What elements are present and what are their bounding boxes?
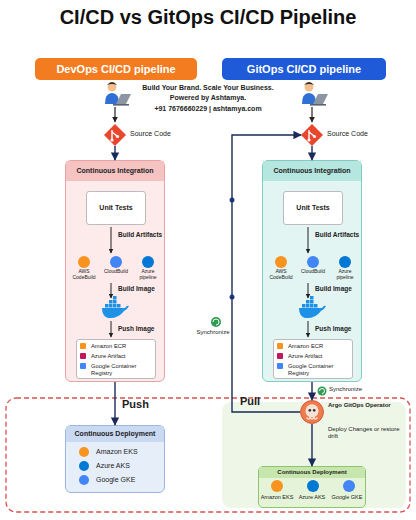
watermark-text: Build Your Brand. Scale Your Business. (110, 84, 306, 92)
git-diamond (301, 124, 323, 146)
edge-label: Synchronize (329, 386, 369, 393)
pipeline-header: DevOps CI/CD pipeline (35, 58, 197, 80)
node-text: AWS CodeBuild (69, 269, 99, 281)
node-text: Build Artifacts (315, 231, 361, 238)
ci-icons (275, 227, 351, 369)
flow-arrow (114, 107, 115, 122)
line-dot (230, 198, 235, 203)
ci-stage: Continuous IntegrationBuild ArtifactsAWS… (262, 160, 362, 382)
node-text: Azure AKS (96, 462, 162, 470)
node-text: Azure pipeline (330, 269, 360, 281)
sync-icon (211, 317, 327, 396)
source-code-diamond: Source Code (301, 124, 323, 146)
line-dot (230, 295, 235, 300)
node-text: Push Image (118, 325, 164, 332)
flow-connector (114, 382, 115, 425)
node-text: Azure Artifact (288, 353, 352, 360)
edge-label: Push (122, 398, 156, 411)
argo-operator: Argo GitOps OperatorDeploy Changes or re… (300, 400, 324, 424)
node-text: Google Container Registry (91, 363, 155, 376)
node-text: Google GKE (329, 494, 365, 500)
node-title: Continuous Deployment (259, 467, 365, 478)
node-text: Build Image (118, 285, 164, 292)
edge-label: Synchronize (196, 329, 230, 336)
node-text: Amazon EKS (96, 448, 162, 456)
process-box: Unit Tests (283, 191, 343, 225)
diagram-title: CI/CD vs GitOps CI/CD Pipeline (0, 6, 416, 29)
cd-stage: Continuous DeploymentAmazon EKSAzure AKS… (258, 466, 366, 508)
node-text: Amazon EKS (259, 494, 295, 500)
node-text: Azure Artifact (91, 353, 155, 360)
node-text: Push Image (315, 325, 361, 332)
process-box: Unit Tests (86, 191, 146, 225)
registry-box: Amazon ECR Azure ArtifactGoogle Container… (76, 339, 156, 379)
node-title: Unit Tests (284, 192, 342, 224)
node-text: Deploy Changes or restore drift (328, 426, 400, 440)
registry-box: Amazon ECR Azure ArtifactGoogle Container… (273, 339, 353, 379)
node-text: Google GKE (96, 476, 162, 484)
node-text: CloudBuild (298, 269, 328, 275)
node-text: Azure AKS (294, 494, 330, 500)
watermark-text: +91 7676660229 | ashtamya.com (110, 105, 306, 113)
cd-stage: Continuous DeploymentAmazon EKS Azure AKS… (65, 425, 165, 493)
node-text: Build Artifacts (118, 231, 164, 238)
node-title: Unit Tests (87, 192, 145, 224)
node-title: Continuous Integration (263, 161, 361, 181)
developer-icon (302, 82, 328, 106)
deployment-zone (6, 398, 410, 512)
source-code-diamond: Source Code (104, 124, 126, 146)
flow-connector (232, 135, 301, 412)
flow-connector (311, 382, 312, 400)
flow-connector (311, 424, 312, 466)
node-title: GitOps CI/CD pipeline (222, 58, 386, 80)
node-text: CloudBuild (101, 269, 131, 275)
flow-connector (114, 146, 115, 160)
cloud-icons (79, 447, 355, 492)
node-title: Source Code (130, 130, 180, 138)
node-text: Google Container Registry (288, 363, 352, 376)
ci-stage: Continuous IntegrationBuild ArtifactsAWS… (65, 160, 165, 382)
developer-icon (105, 82, 131, 106)
argo-circle (300, 400, 324, 424)
gitops-zone (222, 402, 406, 508)
flow-arrow (311, 107, 312, 122)
node-title: DevOps CI/CD pipeline (35, 58, 197, 80)
watermark-text: Powered by Ashtamya. (110, 94, 306, 102)
node-title: Amazon ECR (91, 343, 155, 350)
node-title: Amazon ECR (288, 343, 352, 350)
node-title: Source Code (327, 130, 377, 138)
node-text: Azure pipeline (133, 269, 163, 281)
node-title: Argo GitOps Operator (328, 402, 398, 409)
pipeline-header: GitOps CI/CD pipeline (222, 58, 386, 80)
node-title: Continuous Deployment (66, 426, 164, 442)
node-text: Build Image (315, 285, 361, 292)
ci-icons (78, 227, 154, 369)
flow-connector (311, 146, 312, 160)
node-text: AWS CodeBuild (266, 269, 296, 281)
git-diamond (104, 124, 126, 146)
node-title: Continuous Integration (66, 161, 164, 181)
flow-label: Pull (240, 395, 270, 408)
